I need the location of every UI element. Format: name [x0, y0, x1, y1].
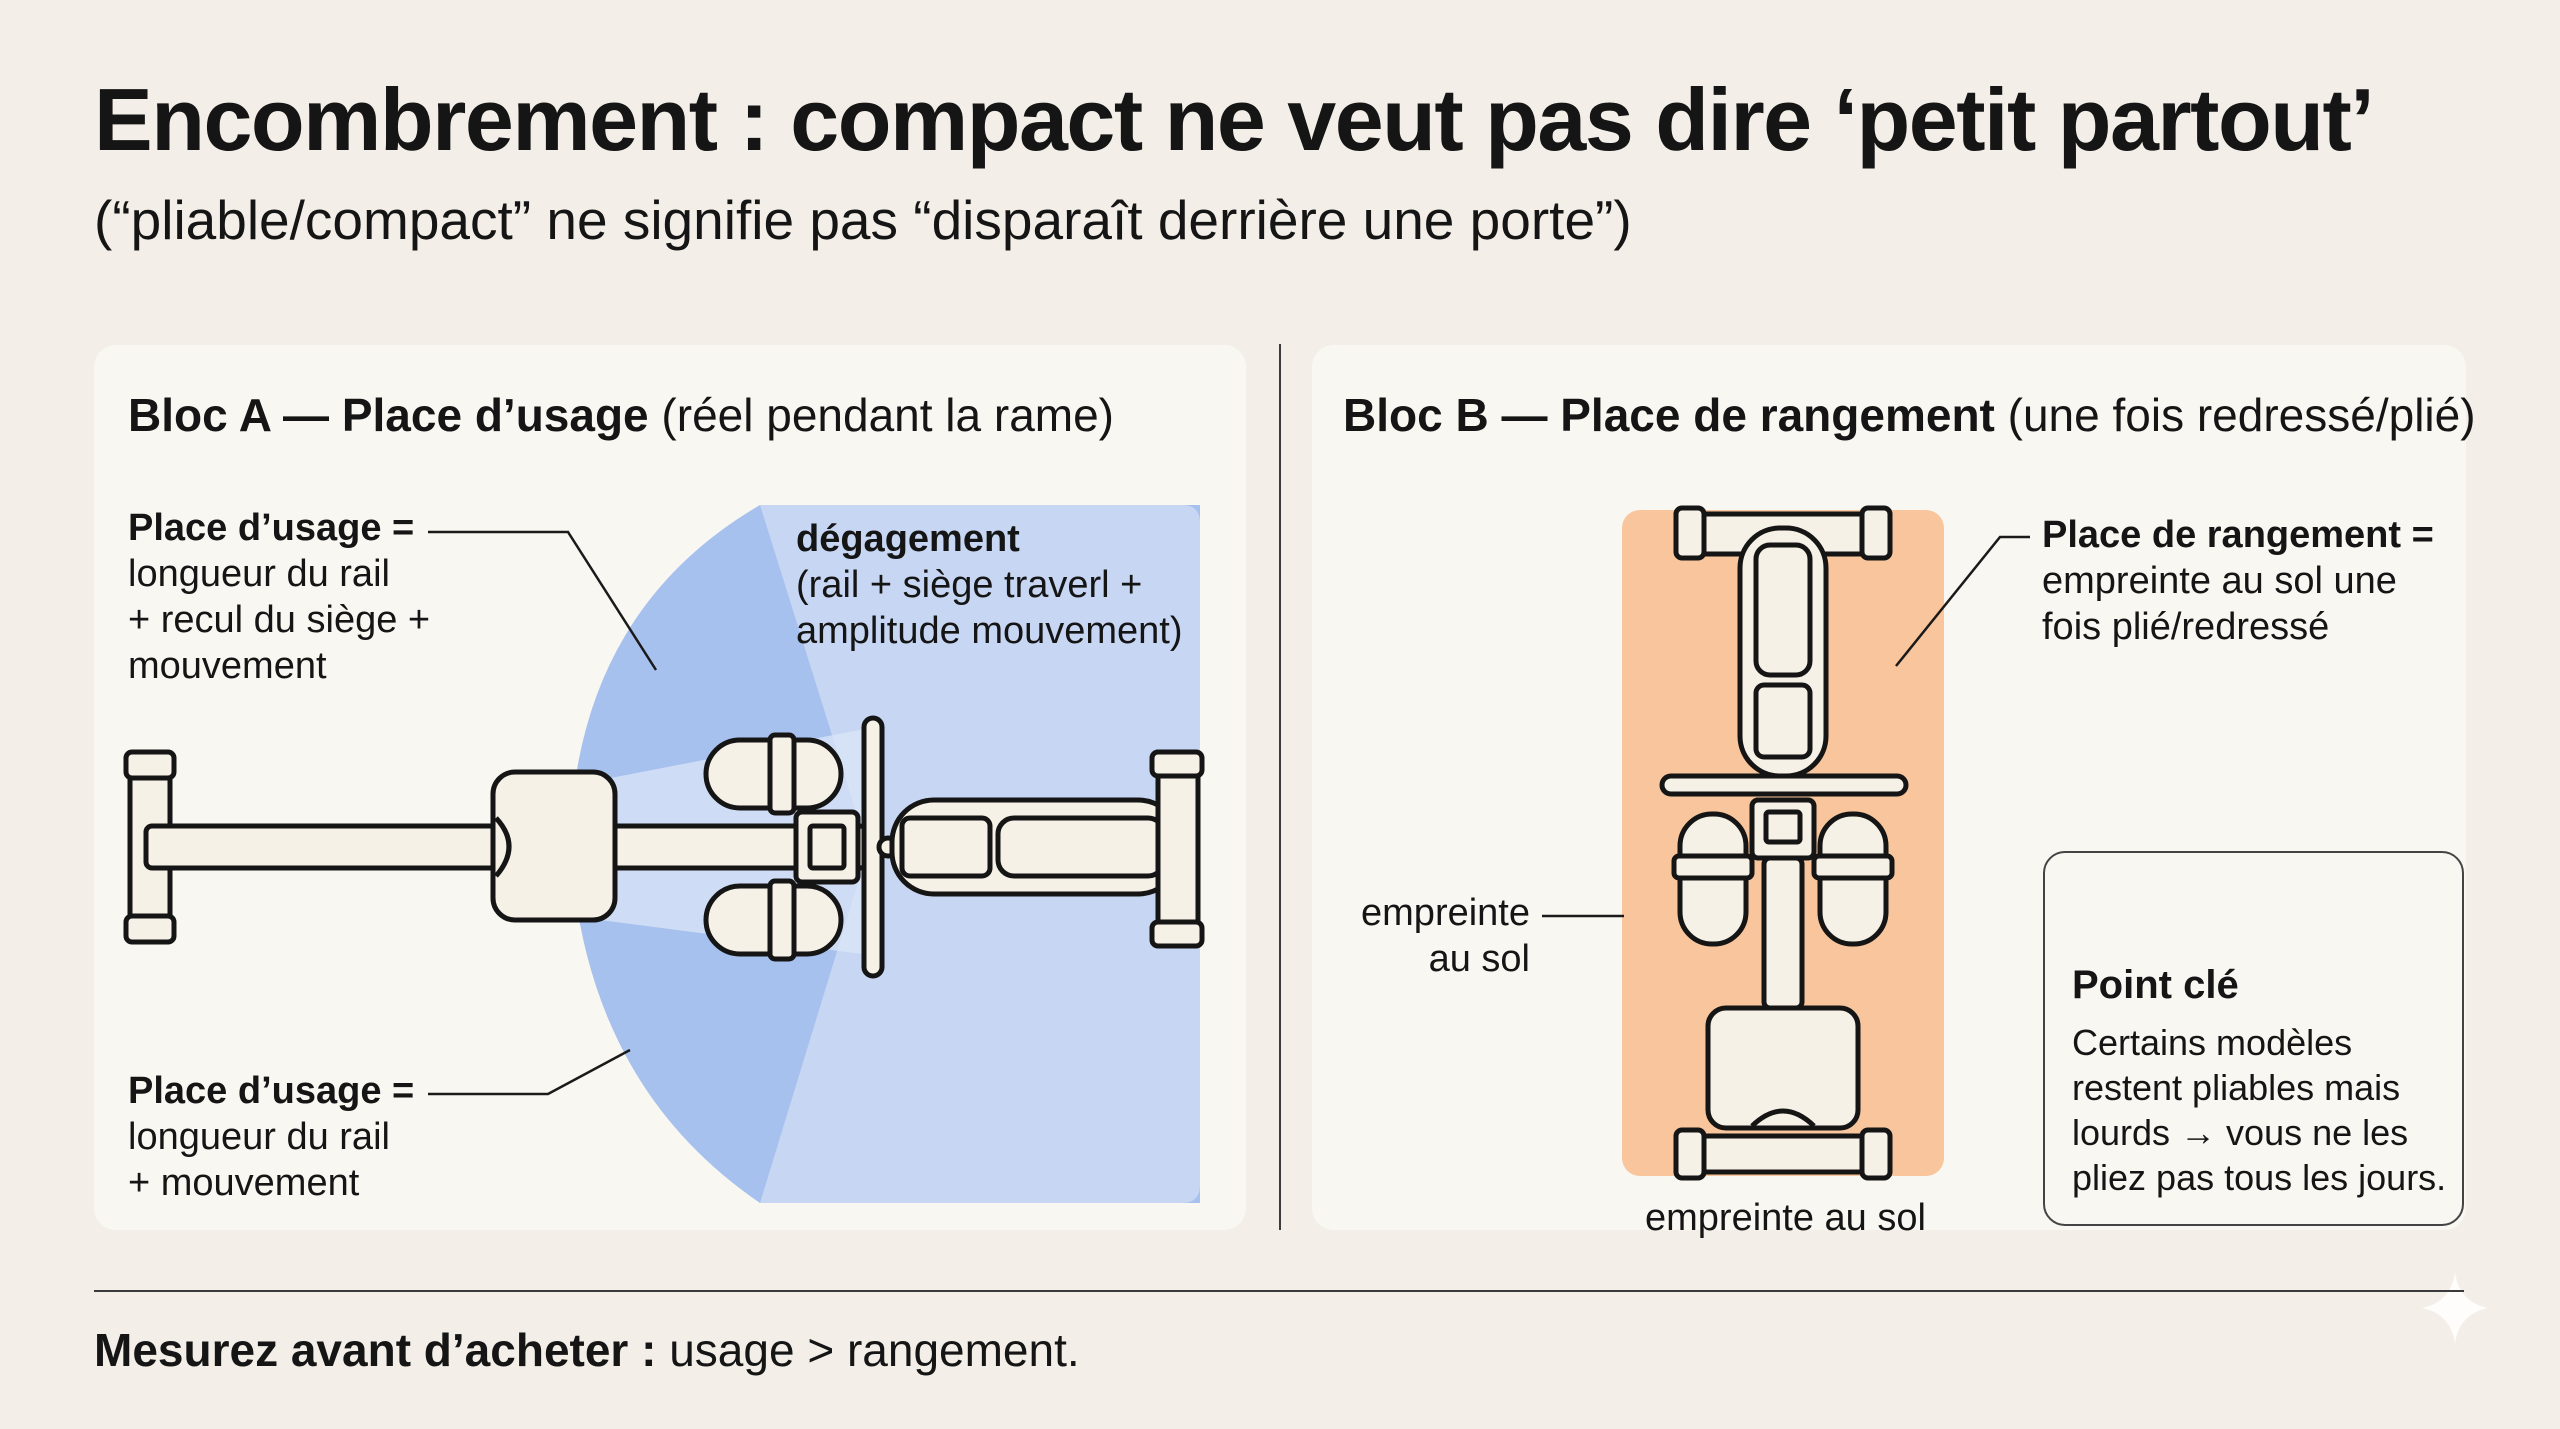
block-a-leader-lines: [428, 530, 658, 1096]
clearance-line: amplitude mouvement): [796, 610, 1183, 652]
footplate-top-strap: [767, 732, 797, 816]
front-stabilizer: [1155, 755, 1201, 943]
page-subtitle: (“pliable/compact” ne signifie pas “disp…: [94, 189, 1632, 251]
clearance-heading: dégagement: [796, 518, 1020, 560]
leader-usage-top: [428, 530, 658, 671]
footprint-side-line: au sol: [1428, 938, 1530, 980]
page-title: Encombrement : compact ne veut pas dire …: [94, 70, 2375, 169]
rowing-machine-top-view: [123, 715, 1205, 979]
usage-label-top-heading: Place d’usage =: [128, 507, 415, 549]
clearance-label: dégagement (rail + siège traverl + ampli…: [796, 516, 1183, 654]
footprint-side-label: empreinte au sol: [1340, 890, 1530, 982]
leader-usage-bottom: [428, 1048, 631, 1096]
folded-seat: [1705, 1005, 1861, 1131]
storage-heading: Place de rangement =: [2042, 514, 2434, 556]
block-a-title-bold: Bloc A — Place d’usage: [128, 389, 649, 441]
footer-note: Mesurez avant d’acheter : usage > rangem…: [94, 1323, 1080, 1377]
usage-label-bottom-line: + mouvement: [128, 1162, 360, 1204]
bottom-stabilizer: [1677, 1133, 1889, 1175]
usage-label-top: Place d’usage = longueur du rail + recul…: [128, 505, 430, 689]
vertical-divider: [1279, 344, 1281, 1230]
usage-label-top-line: + recul du siège +: [128, 599, 431, 641]
clearance-line: (rail + siège traverl +: [796, 564, 1143, 606]
block-a-title-rest: (réel pendant la rame): [648, 389, 1115, 441]
key-point-line: pliez pas tous les jours.: [2072, 1157, 2447, 1198]
folded-handlebar: [1659, 773, 1909, 797]
key-point-line: restent pliables mais: [2072, 1067, 2401, 1108]
rear-foot-bottom: [123, 913, 177, 945]
key-point-text: Certains modèles restent pliables mais l…: [2072, 1020, 2462, 1200]
upright-panel-2: [1753, 682, 1813, 760]
horizontal-divider: [94, 1290, 2464, 1292]
footprint-bottom-label: empreinte au sol: [1645, 1197, 1926, 1239]
usage-label-top-line: mouvement: [128, 645, 327, 687]
key-point-title: Point clé: [2072, 963, 2239, 1007]
key-point-box: [2043, 851, 2464, 1226]
key-point-line: Certains modèles: [2072, 1022, 2353, 1063]
usage-label-bottom-line: longueur du rail: [128, 1116, 390, 1158]
bottom-foot-right: [1859, 1127, 1893, 1181]
front-body-panel-2: [995, 815, 1167, 879]
folded-rail: [1761, 855, 1805, 1011]
storage-line: empreinte au sol une: [2042, 560, 2397, 602]
footplate-bottom-strap: [767, 878, 797, 962]
usage-label-bottom: Place d’usage = longueur du rail + mouve…: [128, 1068, 414, 1206]
block-b-title-bold: Bloc B — Place de rangement: [1343, 389, 1995, 441]
folded-rower-view: [1659, 505, 1909, 1181]
usage-label-bottom-heading: Place d’usage =: [128, 1070, 415, 1112]
footer-bold: Mesurez avant d’acheter :: [94, 1324, 657, 1376]
footprint-side-line: empreinte: [1361, 892, 1530, 934]
top-foot-left: [1673, 505, 1707, 561]
console-screen: [807, 823, 847, 871]
folded-footplate-right-strap: [1811, 853, 1895, 881]
folded-seat-notch: [1750, 1108, 1816, 1128]
block-a-title: Bloc A — Place d’usage (réel pendant la …: [128, 388, 1114, 443]
leader-storage: [1895, 535, 2030, 667]
seat-notch: [494, 816, 512, 878]
sparkle-icon: [2422, 1272, 2488, 1344]
usage-label-top-line: longueur du rail: [128, 553, 390, 595]
front-foot-top: [1149, 749, 1205, 779]
block-b-title: Bloc B — Place de rangement (une fois re…: [1343, 388, 2476, 443]
upright-panel-1: [1753, 542, 1813, 678]
front-foot-bottom: [1149, 919, 1205, 949]
key-point-line: lourds → vous ne les: [2072, 1112, 2409, 1153]
top-foot-right: [1859, 505, 1893, 561]
block-b-leader-lines: [1542, 535, 2030, 918]
sliding-seat: [490, 769, 618, 923]
folded-console-screen: [1763, 809, 1803, 845]
storage-label: Place de rangement = empreinte au sol un…: [2042, 512, 2434, 650]
front-body-panel-1: [899, 815, 993, 879]
block-b-title-rest: (une fois redressé/plié): [1994, 389, 2476, 441]
rear-foot-top: [123, 749, 177, 781]
footer-rest: usage > rangement.: [656, 1324, 1080, 1376]
storage-line: fois plié/redressé: [2042, 606, 2330, 648]
folded-footplate-left-strap: [1671, 853, 1755, 881]
bottom-foot-left: [1673, 1127, 1707, 1181]
